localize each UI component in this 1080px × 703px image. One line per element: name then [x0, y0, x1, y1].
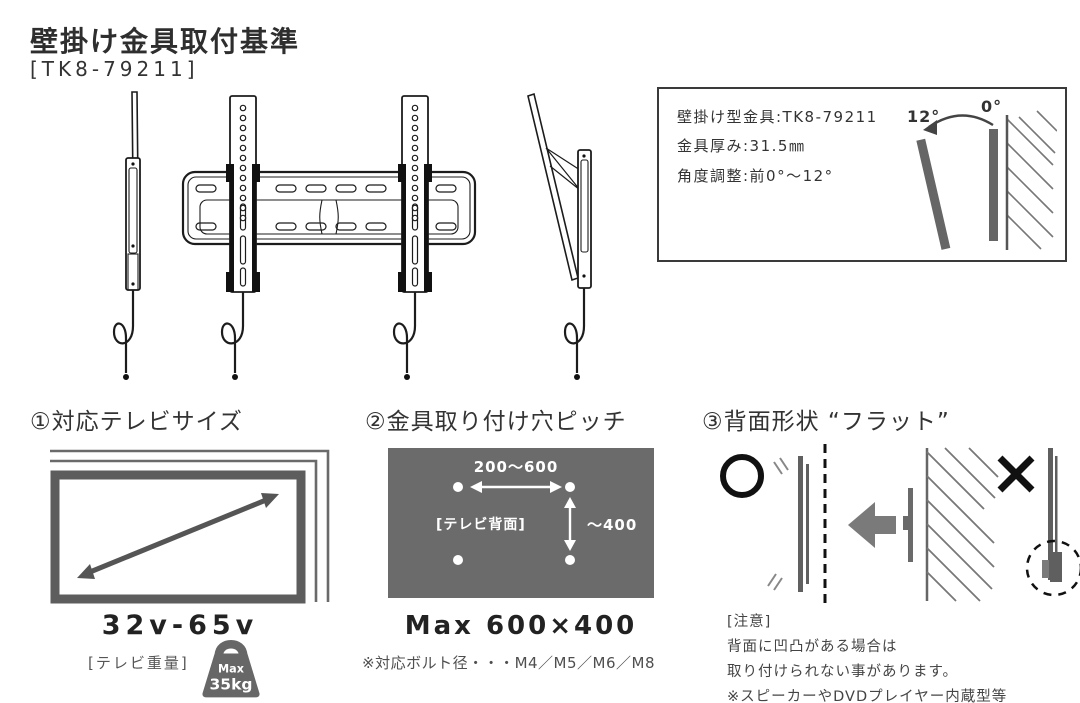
spec-model-line: 壁掛け型金具:TK8-79211: [677, 108, 878, 126]
tv-rail-right: [392, 95, 432, 380]
protrusion-block: [1050, 552, 1062, 582]
spec-angle-line: 角度調整:前0°〜12°: [677, 166, 834, 185]
bolt-diameter-note: ※対応ボルト径・・・M4／M5／M6／M8: [362, 654, 656, 672]
hole-pitch-diagram: 200〜600 〜400 [テレビ背面]: [388, 448, 654, 598]
wall-bracket-profile: [908, 488, 913, 562]
horizontal-pitch-label: 200〜600: [473, 458, 559, 476]
protrusion-highlight-dashed-circle: [1025, 539, 1080, 597]
tv-size-diagram: [50, 449, 330, 604]
horizontal-pitch-arrow-icon: [470, 481, 562, 493]
page-title: 壁掛け金具取付基準: [30, 25, 301, 58]
caution-title: [注意]: [727, 614, 772, 630]
tv-back-profile: [798, 456, 803, 592]
flat-position-bar: [989, 129, 998, 241]
ok-circle-icon: [720, 454, 764, 498]
tilt-angle-label: 12°: [907, 107, 941, 126]
spec-box: 壁掛け型金具:TK8-79211 金具厚み:31.5㎜ 角度調整:前0°〜12°…: [657, 87, 1067, 262]
caution-line: 背面に凹凸がある場合は: [727, 639, 898, 655]
flat-angle-label: 0°: [981, 97, 1003, 116]
vertical-pitch-arrow-icon: [564, 497, 576, 551]
bracket-side-view-tilted-drawing: [527, 92, 592, 380]
bracket-technical-drawing: [112, 91, 592, 380]
tv-back-label: [テレビ背面]: [436, 517, 526, 533]
tv-size-range: 32v-65v: [101, 610, 259, 641]
tilted-position-bar: [916, 138, 951, 250]
ng-cross-icon: [997, 455, 1035, 493]
diagonal-arrow-icon: [89, 497, 267, 575]
section-hole-pitch-heading: ②金具取り付け穴ピッチ: [365, 409, 627, 435]
vertical-pitch-label: 〜400: [587, 516, 638, 534]
mount-hole-bottom-left: [453, 555, 463, 565]
weight-max-value: 35kg: [210, 676, 253, 694]
section-back-shape-heading: ③背面形状 “フラット”: [702, 409, 950, 435]
caution-line: ※スピーカーやDVDプレイヤー内蔵型等: [727, 689, 1008, 703]
mount-hole-bottom-right: [565, 555, 575, 565]
model-code: [TK8-79211]: [30, 57, 199, 81]
caution-block: [注意] 背面に凹凸がある場合は 取り付けられない事があります。 ※スピーカーや…: [727, 610, 1007, 703]
bracket-side-view-drawing: [112, 91, 141, 380]
caution-line: 取り付けられない事があります。: [727, 664, 959, 680]
tv-rail-left: [220, 95, 260, 380]
tv-weight-label: [テレビ重量]: [88, 654, 189, 672]
section-tv-size-heading: ①対応テレビサイズ: [30, 409, 243, 435]
weight-icon: Max 35kg: [202, 639, 260, 698]
left-arrow-icon: [848, 502, 896, 548]
ng-tv-back-profile: [1048, 448, 1053, 580]
bracket-front-view-drawing: [181, 95, 477, 380]
tilt-angle-diagram: [916, 110, 1057, 250]
back-shape-diagram: [720, 444, 1080, 604]
mount-hole-top-left: [453, 482, 463, 492]
mount-hole-top-right: [565, 482, 575, 492]
weight-max-prefix: Max: [218, 662, 245, 675]
max-pitch-size: Max 600×400: [404, 611, 638, 641]
spec-thickness-line: 金具厚み:31.5㎜: [677, 137, 806, 156]
